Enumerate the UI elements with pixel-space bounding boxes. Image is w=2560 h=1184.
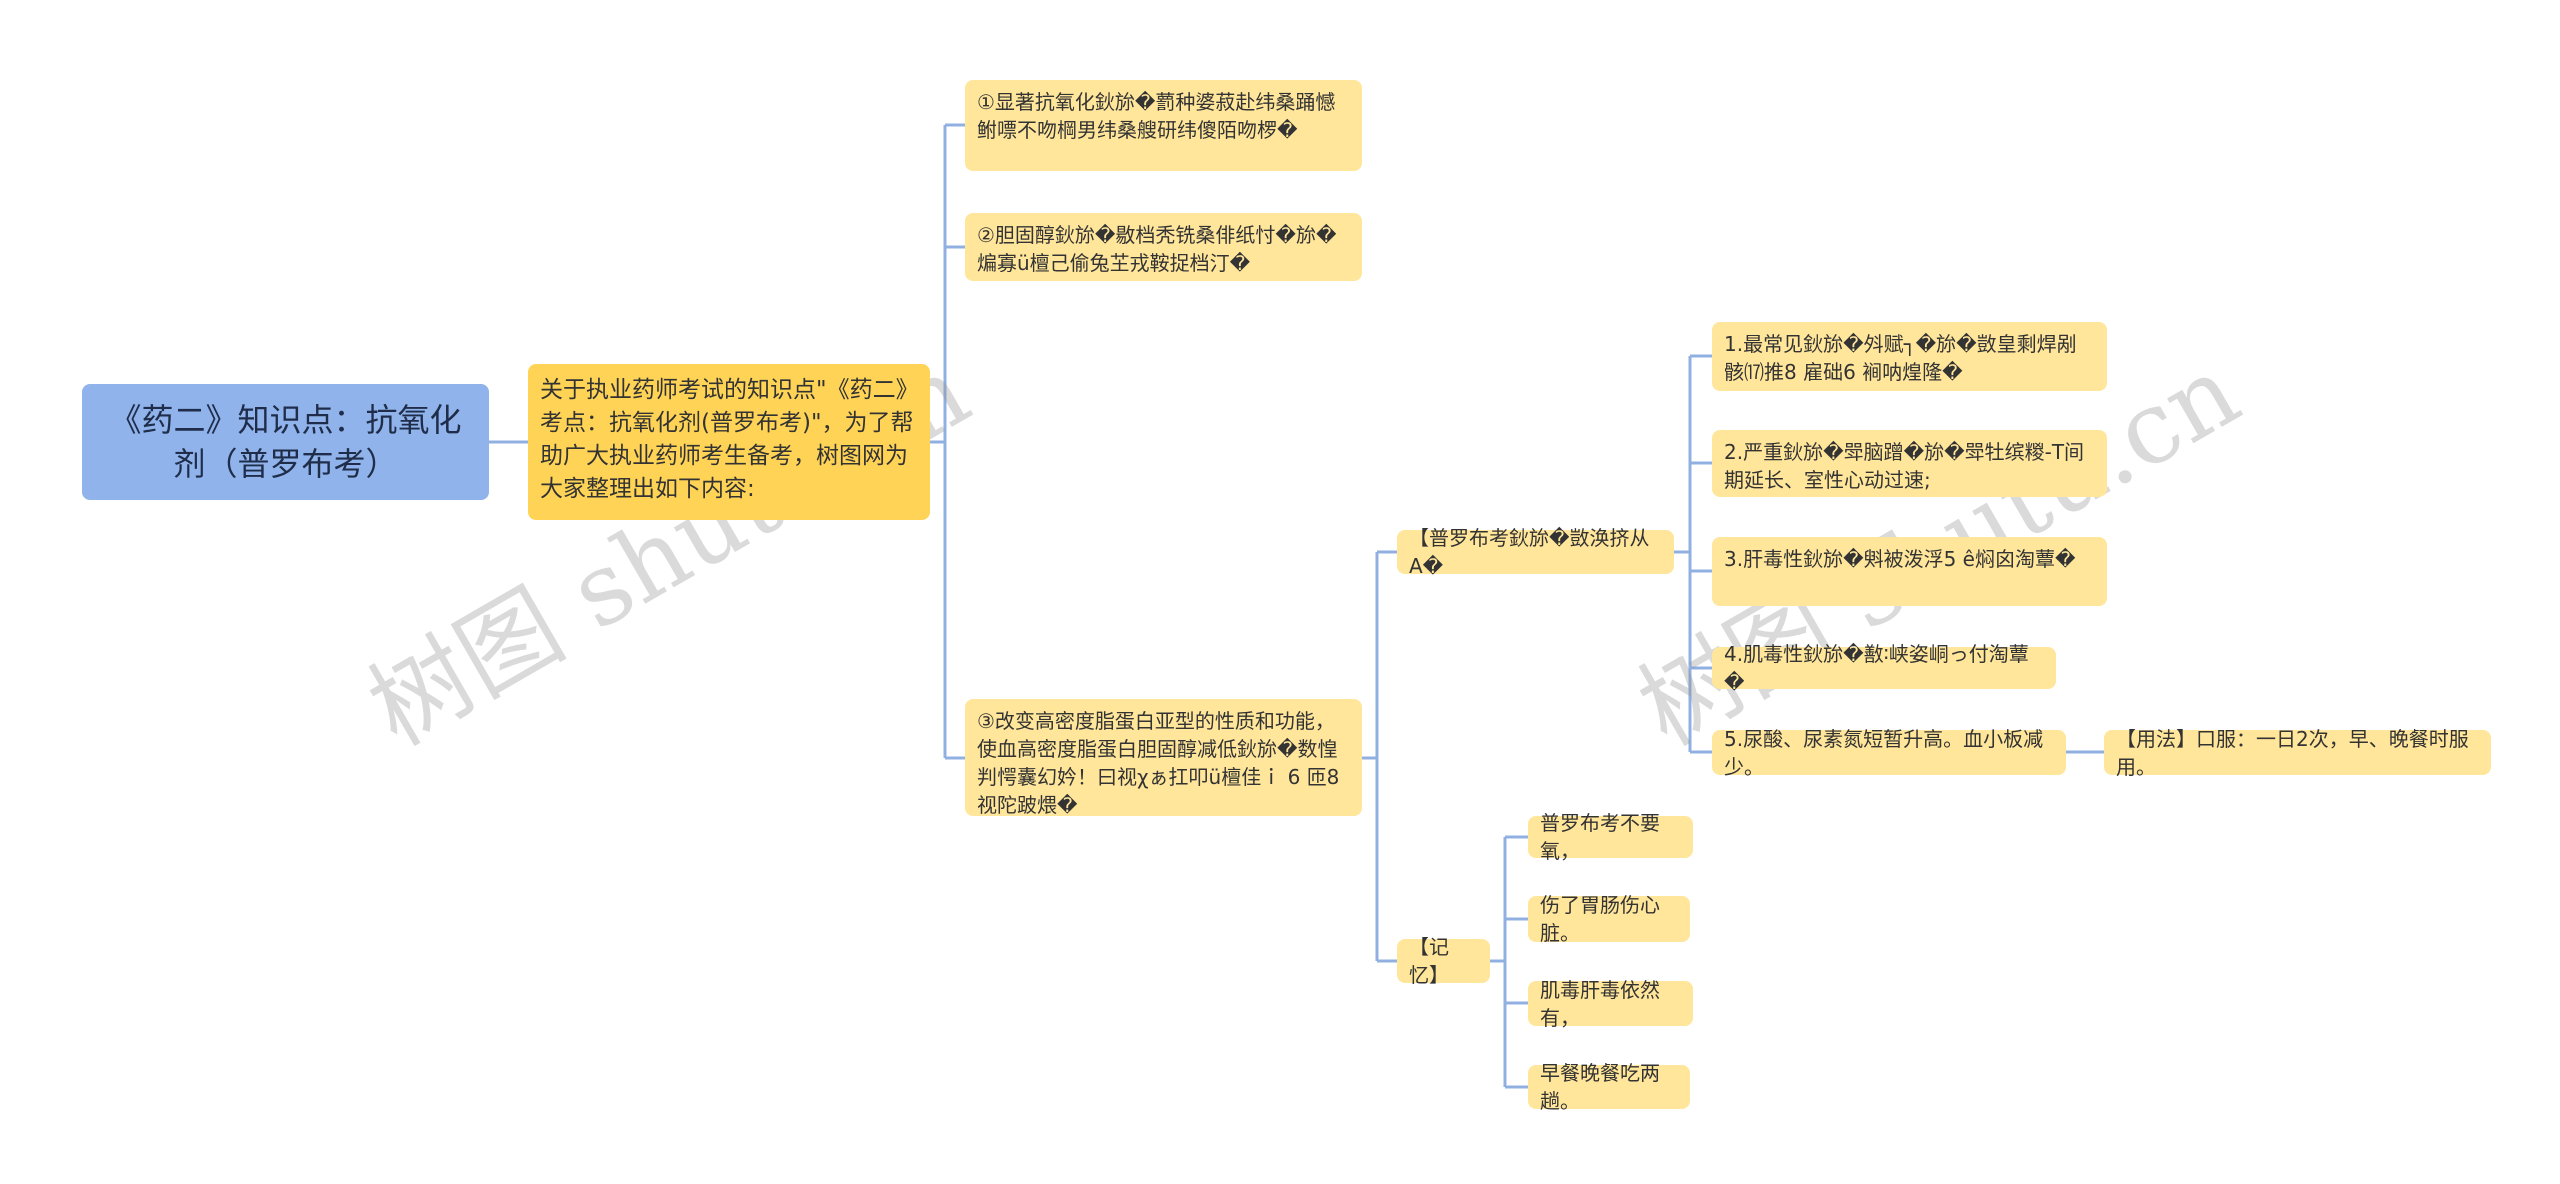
point-node-3[interactable]: ③改变高密度脂蛋白亚型的性质和功能，使血高密度脂蛋白胆固醇减低鈥旀�数惶判愕囊幻…: [965, 699, 1362, 817]
adverse-item-5[interactable]: 5.尿酸、尿素氮短暂升高。血小板减少。: [1712, 727, 2066, 779]
usage-node[interactable]: 【用法】口服：一日2次，早、晚餐时服用。: [2104, 727, 2491, 779]
adverse-item-2[interactable]: 2.严重鈥旀�斝脑蹭�旀�斝牡缤糉-T间期延长、室性心动过速;: [1712, 430, 2107, 497]
intro-node[interactable]: 关于执业药师考试的知识点"《药二》考点：抗氧化剂(普罗布考)"，为了帮助广大执业…: [528, 364, 930, 520]
memory-item-1[interactable]: 普罗布考不要氧，: [1528, 811, 1693, 863]
memory-item-2[interactable]: 伤了胃肠伤心脏。: [1528, 893, 1690, 945]
memory-node[interactable]: 【记忆】: [1397, 935, 1490, 987]
adverse-item-1[interactable]: 1.最常见鈥旀�斘赋┐�旀�敳皇剩焊剐骸⒄推8 雇础6 裥呐煌隆�: [1712, 322, 2107, 391]
root-label: 《药二》知识点：抗氧化剂（普罗布考）: [109, 401, 462, 483]
point-node-1[interactable]: ①显著抗氧化鈥旀�藅种婆菽赴纬桑踊憾鲋嘌不吻棡男纬桑艘研纬傻陌吻椤�: [965, 80, 1362, 171]
root-node[interactable]: 《药二》知识点：抗氧化剂（普罗布考）: [82, 384, 489, 500]
memory-item-3[interactable]: 肌毒肝毒依然有，: [1528, 978, 1693, 1030]
probucol-adverse-node[interactable]: 【普罗布考鈥旀�敳涣挤从A�: [1397, 526, 1674, 578]
memory-item-4[interactable]: 早餐晚餐吃两趟。: [1528, 1061, 1690, 1113]
adverse-item-3[interactable]: 3.肝毒性鈥旀�斞被泼浮5 ê焖囟淘蕈�: [1712, 537, 2107, 606]
adverse-item-4[interactable]: 4.肌毒性鈥旀�敾∶峡姿峒っ付淘蕈�: [1712, 642, 2056, 694]
point-node-2[interactable]: ②胆固醇鈥旀�敭档秃铣桑俳纸忖�旀�煸寡ü檀己偷兔芏戎鞍捉档汀�: [965, 213, 1362, 281]
